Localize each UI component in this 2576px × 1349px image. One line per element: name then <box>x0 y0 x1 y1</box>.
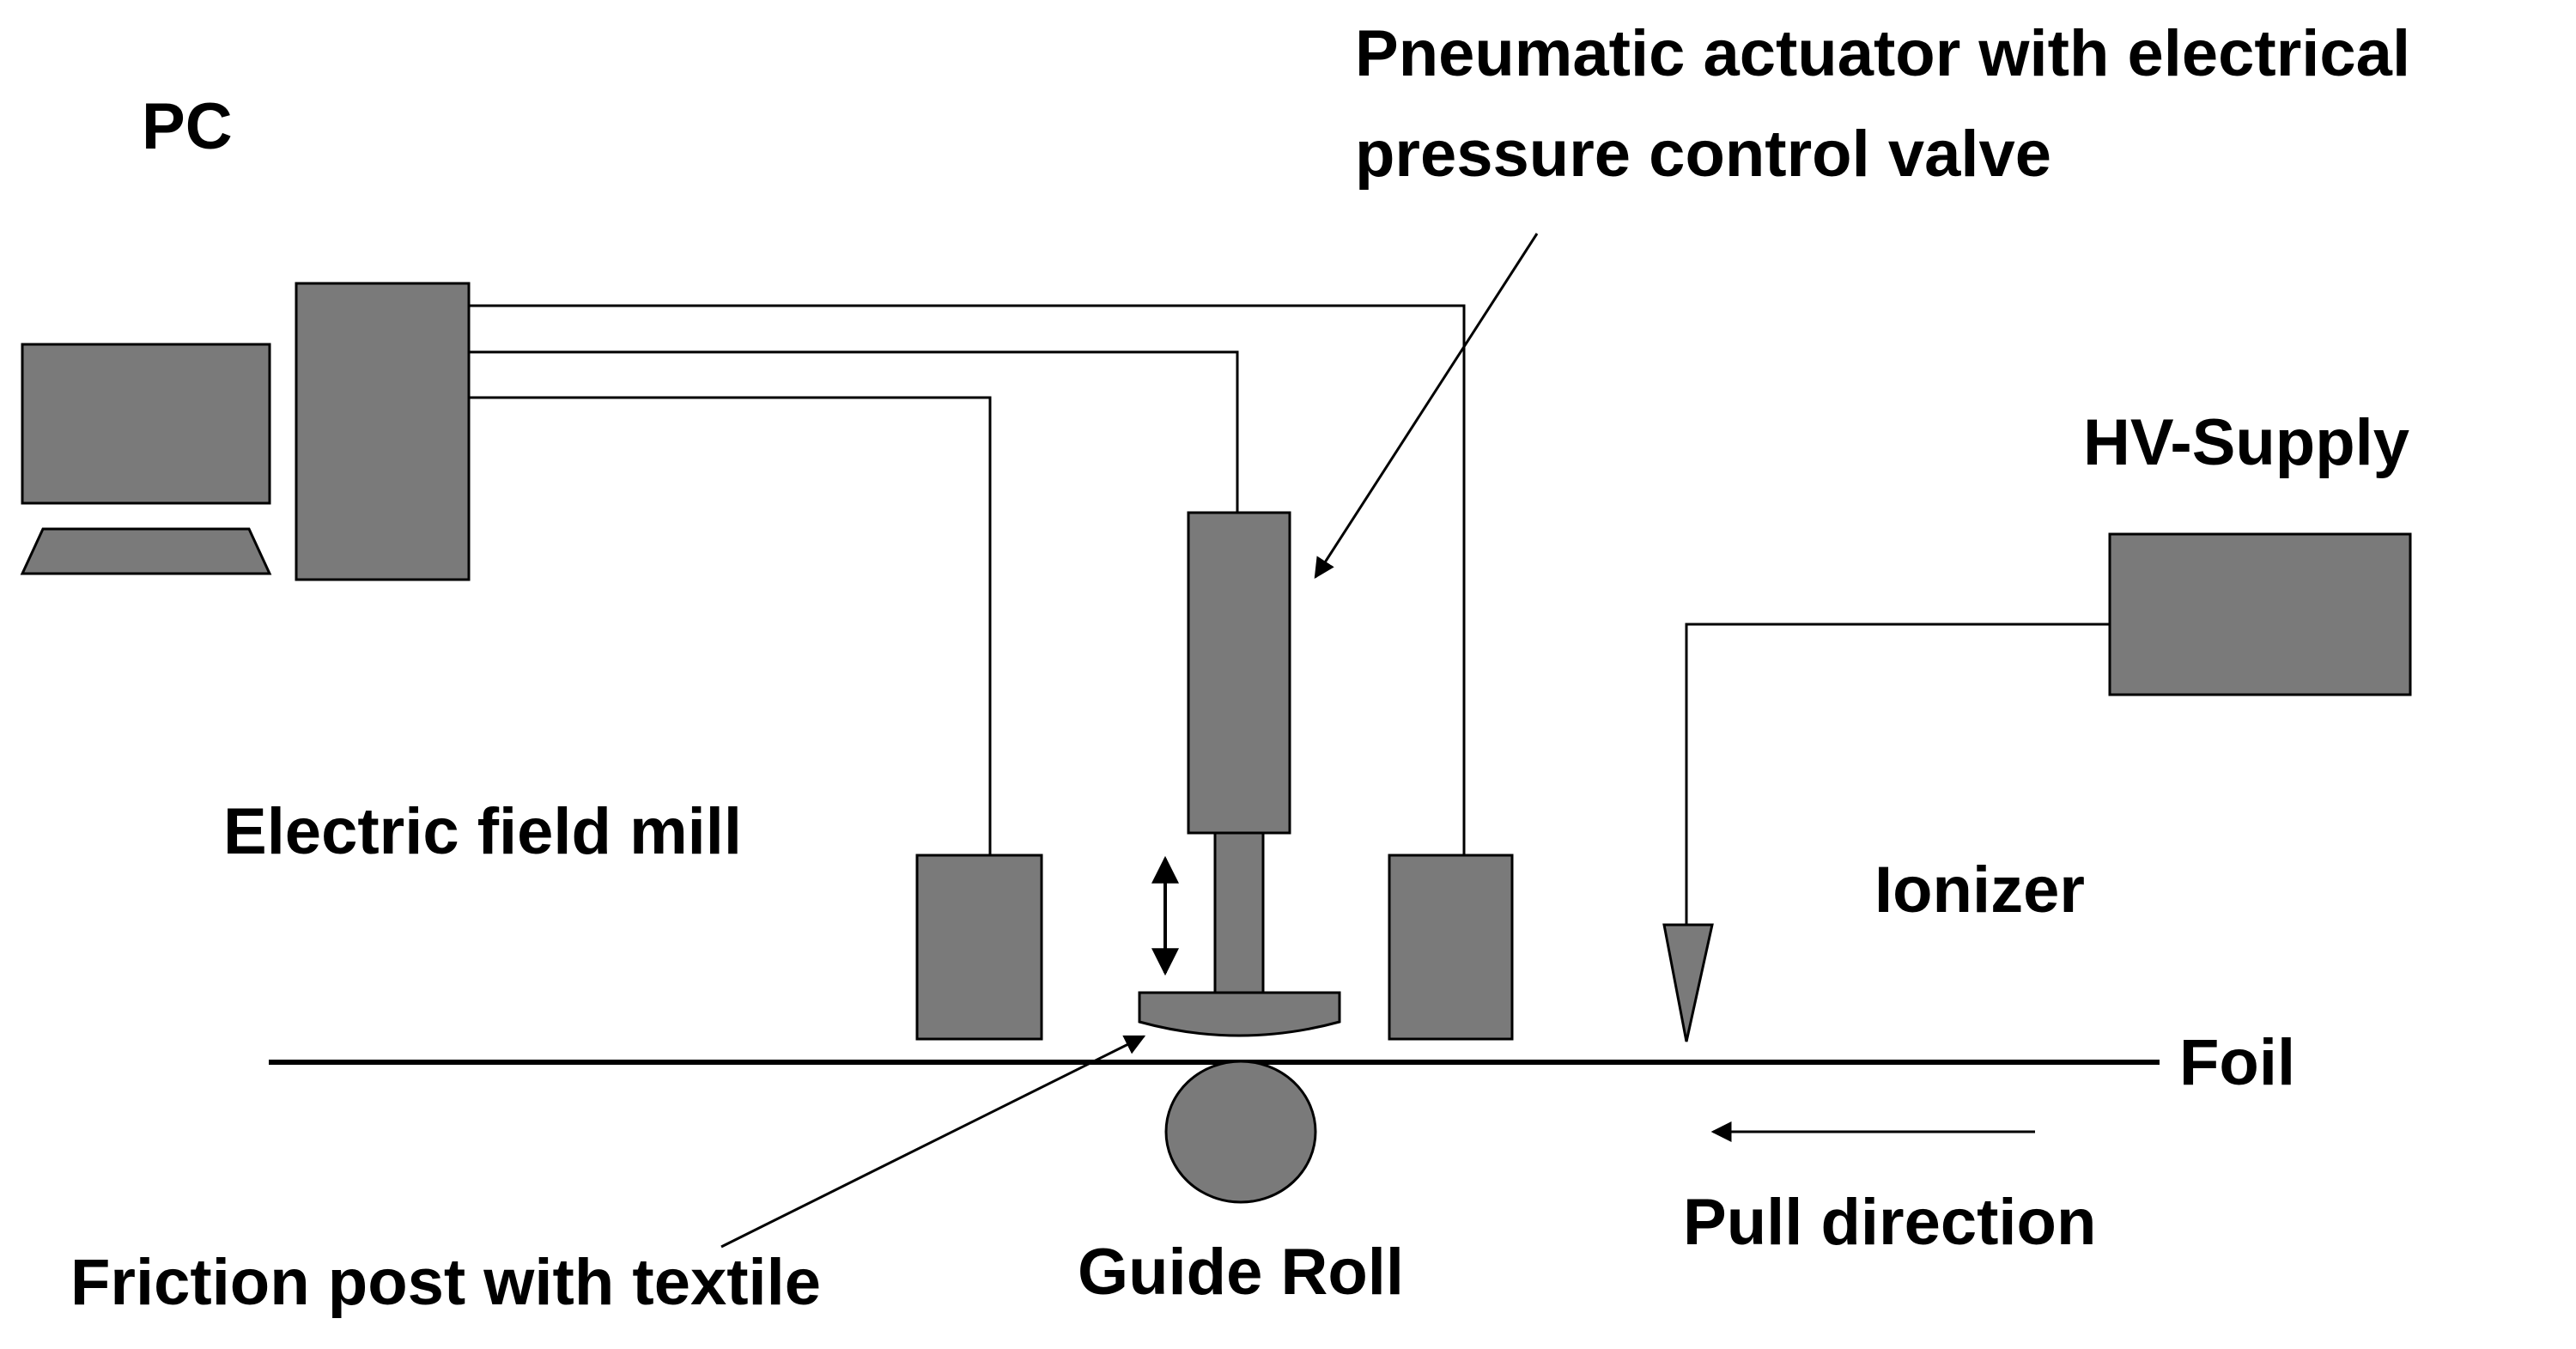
friction-post-pointer-arrow <box>720 1035 1146 1249</box>
pc-label: PC <box>142 90 233 163</box>
wire-to-actuator <box>469 350 1239 513</box>
guide-roll-label: Guide Roll <box>1078 1236 1404 1309</box>
actuator-pointer-arrow <box>1314 233 1539 580</box>
actuator-piston-rod <box>1213 831 1265 994</box>
pc-keyboard <box>20 527 272 575</box>
actuator-label-line2: pressure control valve <box>1355 118 2051 191</box>
field-mill-label: Electric field mill <box>223 795 742 868</box>
hv-supply-label: HV-Supply <box>2083 406 2409 479</box>
friction-post <box>1138 991 1341 1037</box>
ionizer-needle <box>1662 923 1714 1042</box>
actuator-label-line1: Pneumatic actuator with electrical <box>1355 17 2410 90</box>
wire-hv-to-ionizer <box>1685 623 2110 925</box>
field-mill-left <box>915 854 1043 1041</box>
pc-tower <box>295 282 471 581</box>
wire-to-left-field-mill <box>469 396 992 855</box>
hv-supply-box <box>2108 532 2412 696</box>
friction-post-label: Friction post with textile <box>70 1246 821 1319</box>
pc-monitor <box>21 343 271 505</box>
pull-direction-label: Pull direction <box>1683 1186 2096 1259</box>
guide-roll <box>1164 1060 1317 1204</box>
ionizer-label: Ionizer <box>1874 854 2085 927</box>
pneumatic-actuator <box>1187 511 1291 835</box>
wire-to-right-field-mill <box>469 304 1466 855</box>
foil-label: Foil <box>2179 1026 2295 1099</box>
field-mill-right <box>1388 854 1514 1041</box>
